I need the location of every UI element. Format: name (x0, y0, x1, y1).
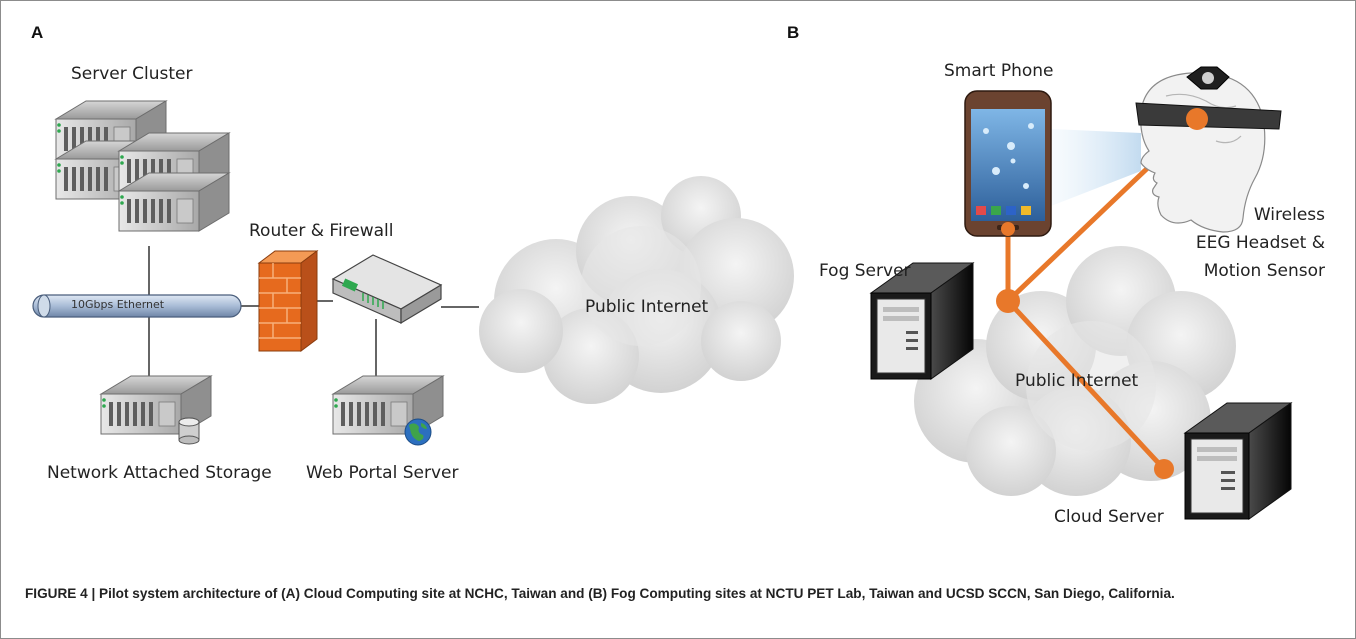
panel-b-letter: B (787, 23, 800, 42)
public-internet-label-a: Public Internet (585, 297, 709, 317)
firewall-icon (257, 250, 319, 352)
server-cluster-icon (55, 100, 230, 232)
web-portal-server-icon (332, 375, 444, 446)
smart-phone-icon (964, 90, 1052, 237)
figure-caption: FIGURE 4 | Pilot system architecture of … (25, 586, 1175, 601)
public-internet-cloud-a (479, 176, 794, 404)
public-internet-label-b: Public Internet (1015, 371, 1139, 391)
ethernet-cable (32, 294, 242, 318)
hub-node (996, 289, 1020, 313)
web-portal-label: Web Portal Server (306, 463, 459, 483)
nas-label: Network Attached Storage (47, 463, 272, 483)
nas-icon (100, 375, 212, 445)
ethernet-label: 10Gbps Ethernet (71, 298, 165, 311)
router-icon (331, 254, 443, 325)
phone-node (1001, 222, 1015, 236)
eeg-headset-head-icon (1135, 66, 1282, 233)
headset-label-line3: Motion Sensor (1203, 261, 1325, 281)
panel-a-letter: A (31, 23, 44, 42)
router-firewall-label: Router & Firewall (249, 221, 394, 241)
headset-label-line1: Wireless (1253, 205, 1325, 225)
smart-phone-label: Smart Phone (944, 61, 1054, 81)
cloud-server-node (1154, 459, 1174, 479)
cloud-server-label: Cloud Server (1054, 507, 1164, 527)
server-cluster-label: Server Cluster (71, 64, 193, 84)
headset-label-line2: EEG Headset & (1195, 233, 1325, 253)
fog-server-icon (869, 262, 975, 380)
architecture-artwork (32, 66, 1293, 520)
vision-beam (1051, 129, 1141, 206)
fog-server-label: Fog Server (819, 261, 911, 281)
cloud-server-icon (1183, 402, 1293, 520)
